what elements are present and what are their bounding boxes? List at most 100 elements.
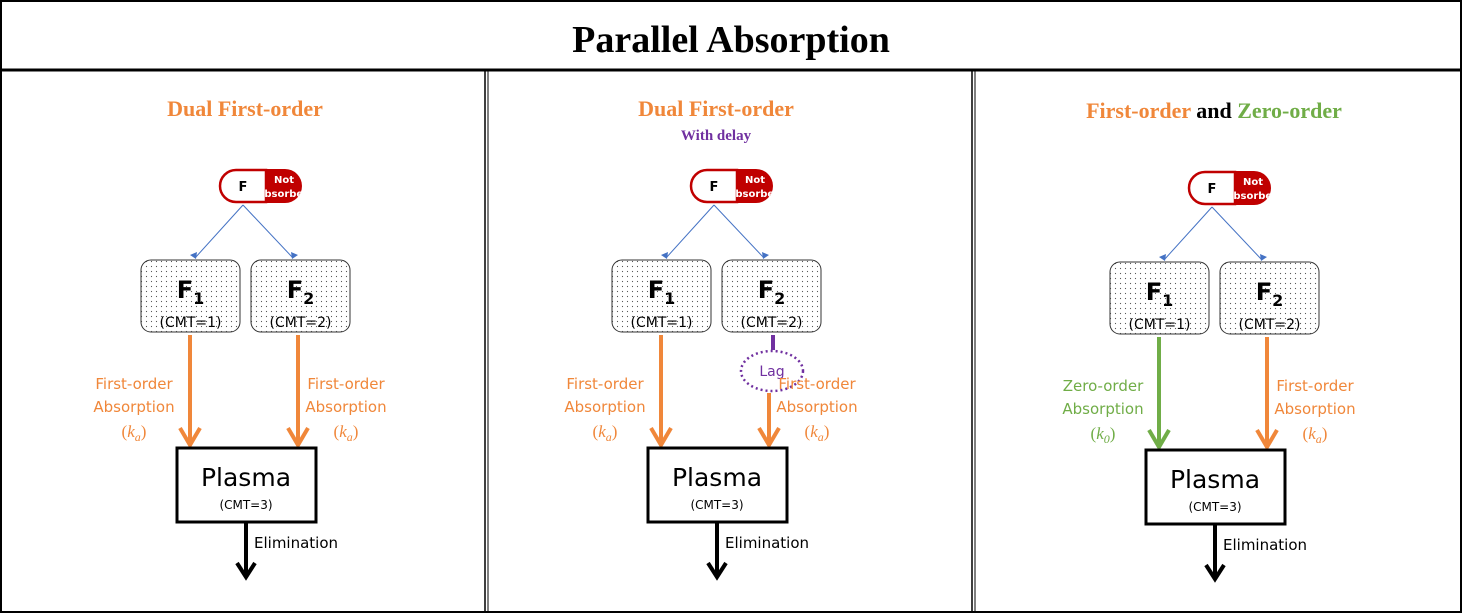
central-cmt: (CMT=3) xyxy=(219,498,272,512)
panel-2: Dual First-order With delay F Not absorb… xyxy=(564,96,858,581)
arrowhead-icon xyxy=(757,426,781,449)
central-label: Plasma xyxy=(1170,465,1260,494)
bioavailability-pill: F Not absorbed xyxy=(689,168,782,204)
absorption-label: Zero-order Absorption (k0) xyxy=(1062,377,1144,446)
pill-fraction-label: F xyxy=(239,180,248,195)
arrowhead-icon xyxy=(1159,254,1166,261)
panel-title-part: First-order xyxy=(1086,98,1191,123)
elimination-label: Elimination xyxy=(1223,536,1307,554)
route-absorption: Absorption xyxy=(776,398,857,416)
panel-1: Dual First-order F Not absorbed F1 (CMT=… xyxy=(93,96,387,581)
route-absorption: Absorption xyxy=(305,398,386,416)
panel-title: First-order and Zero-order xyxy=(1086,98,1342,123)
absorption-label: First-order Absorption (ka) xyxy=(776,375,857,444)
rate-constant: (ka) xyxy=(1303,424,1328,446)
panel-title-part: Dual First-order xyxy=(167,96,323,121)
bioavailability-pill: F Not absorbed xyxy=(218,168,311,204)
panel-title: Dual First-order xyxy=(167,96,323,121)
central-cmt: (CMT=3) xyxy=(1188,500,1241,514)
arrowhead-icon xyxy=(1260,254,1267,261)
lag-label: Lag xyxy=(759,364,784,380)
route-absorption: Absorption xyxy=(1062,400,1143,418)
panel-subtitle: With delay xyxy=(681,128,752,144)
bioavailability-pill: F Not absorbed xyxy=(1187,170,1280,206)
split-line-left xyxy=(1163,206,1213,261)
depot-label: F1 xyxy=(648,276,676,308)
depot-compartment-2: F2 (CMT=2) xyxy=(721,259,822,333)
depot-cmt: (CMT=2) xyxy=(1239,317,1301,333)
depot-cmt: (CMT=1) xyxy=(631,315,693,331)
central-label: Plasma xyxy=(672,463,762,492)
depot-label: F1 xyxy=(1146,278,1174,310)
absorption-label: First-order Absorption (ka) xyxy=(93,375,174,444)
arrowhead-icon xyxy=(178,426,202,449)
route-absorption: Absorption xyxy=(93,398,174,416)
depot-label: F2 xyxy=(287,276,315,308)
lag-time-node xyxy=(739,349,805,393)
page-title: Parallel Absorption xyxy=(572,19,890,61)
route-absorption: Absorption xyxy=(1274,400,1355,418)
arrowhead-icon xyxy=(661,252,668,259)
rate-constant: (ka) xyxy=(805,422,830,444)
arrowhead-icon xyxy=(1147,428,1171,451)
pill-not-absorbed-line1: Not xyxy=(274,175,294,186)
panel-title-part: Zero-order xyxy=(1237,98,1342,123)
route-order: First-order xyxy=(307,375,385,393)
depot-cmt: (CMT=1) xyxy=(1129,317,1191,333)
route-order: First-order xyxy=(778,375,856,393)
split-line-right xyxy=(713,204,765,259)
panel-title: Dual First-order xyxy=(638,96,794,121)
pill-not-absorbed-line2: absorbed xyxy=(258,189,311,200)
rate-constant: (ka) xyxy=(593,422,618,444)
depot-label: F1 xyxy=(177,276,205,308)
depot-label: F2 xyxy=(1256,278,1284,310)
absorption-label: First-order Absorption (ka) xyxy=(1274,377,1355,446)
depot-compartment-2: F2 (CMT=2) xyxy=(1219,261,1320,335)
panel-title-part: Dual First-order xyxy=(638,96,794,121)
arrowhead-icon xyxy=(649,426,673,449)
arrowhead-icon xyxy=(190,252,197,259)
split-line-left xyxy=(194,204,244,259)
absorption-label: First-order Absorption (ka) xyxy=(564,375,645,444)
elimination-label: Elimination xyxy=(725,534,809,552)
depot-compartment-2: F2 (CMT=2) xyxy=(250,259,351,333)
panel-3: First-order and Zero-order F Not absorbe… xyxy=(1062,98,1356,583)
depot-compartment-1: F1 (CMT=1) xyxy=(140,259,241,333)
pill-fraction-label: F xyxy=(1208,182,1217,197)
panel-title-part: and xyxy=(1191,98,1237,123)
central-compartment: Plasma (CMT=3) xyxy=(175,446,318,524)
depot-cmt: (CMT=2) xyxy=(270,315,332,331)
route-absorption: Absorption xyxy=(564,398,645,416)
split-line-left xyxy=(665,204,715,259)
absorption-label: First-order Absorption (ka) xyxy=(305,375,386,444)
depot-label: F2 xyxy=(758,276,786,308)
rate-constant: (ka) xyxy=(334,422,359,444)
arrowhead-icon xyxy=(235,561,257,581)
depot-compartment-1: F1 (CMT=1) xyxy=(611,259,712,333)
route-order: First-order xyxy=(566,375,644,393)
depot-cmt: (CMT=2) xyxy=(741,315,803,331)
rate-constant: (ka) xyxy=(122,422,147,444)
pill-not-absorbed-line2: absorbed xyxy=(729,189,782,200)
elimination-label: Elimination xyxy=(254,534,338,552)
arrowhead-icon xyxy=(1204,563,1226,583)
pill-not-absorbed-line2: absorbed xyxy=(1227,191,1280,202)
arrowhead-icon xyxy=(1255,428,1279,451)
central-label: Plasma xyxy=(201,463,291,492)
route-order: First-order xyxy=(95,375,173,393)
route-order: First-order xyxy=(1276,377,1354,395)
arrowhead-icon xyxy=(706,561,728,581)
central-compartment: Plasma (CMT=3) xyxy=(1144,448,1287,526)
rate-constant: (k0) xyxy=(1091,424,1116,446)
split-line-right xyxy=(1211,206,1263,261)
pill-not-absorbed-line1: Not xyxy=(745,175,765,186)
split-line-right xyxy=(242,204,294,259)
central-cmt: (CMT=3) xyxy=(690,498,743,512)
central-compartment: Plasma (CMT=3) xyxy=(646,446,789,524)
arrowhead-icon xyxy=(286,426,310,449)
depot-cmt: (CMT=1) xyxy=(160,315,222,331)
pill-fraction-label: F xyxy=(710,180,719,195)
depot-compartment-1: F1 (CMT=1) xyxy=(1109,261,1210,335)
arrowhead-icon xyxy=(762,252,769,259)
